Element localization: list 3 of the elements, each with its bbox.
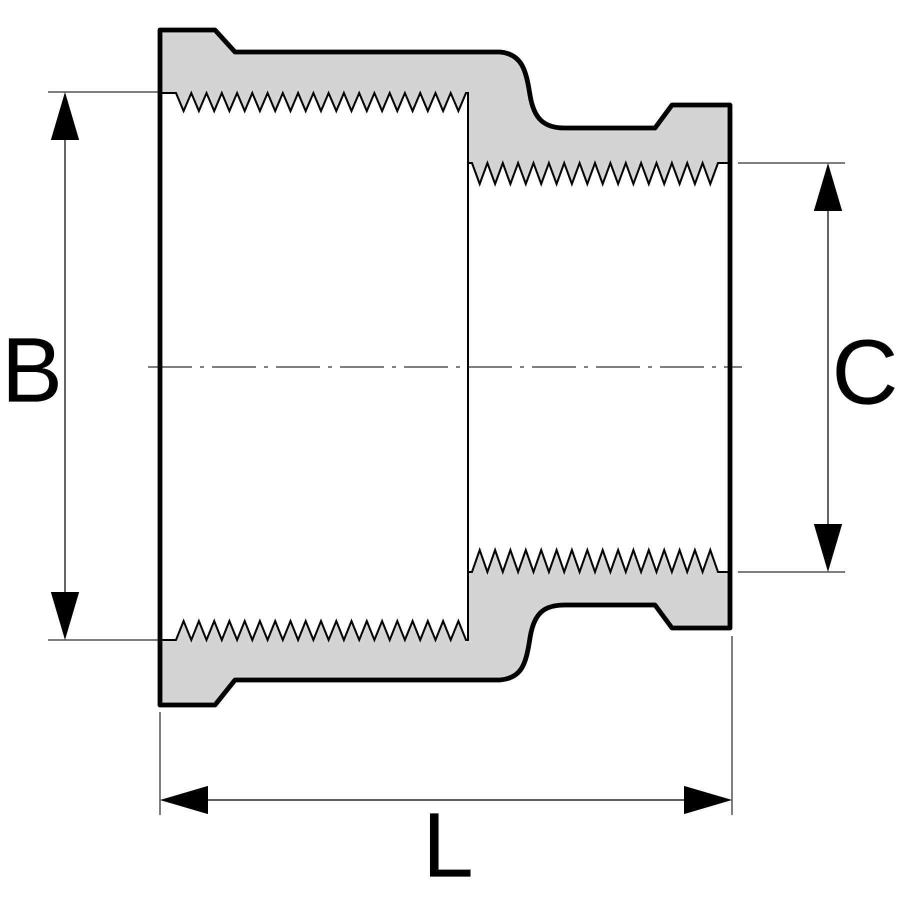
dimension-label: C [836, 339, 895, 405]
dimension-label: L [430, 813, 471, 877]
dimension-label: B [8, 338, 58, 402]
